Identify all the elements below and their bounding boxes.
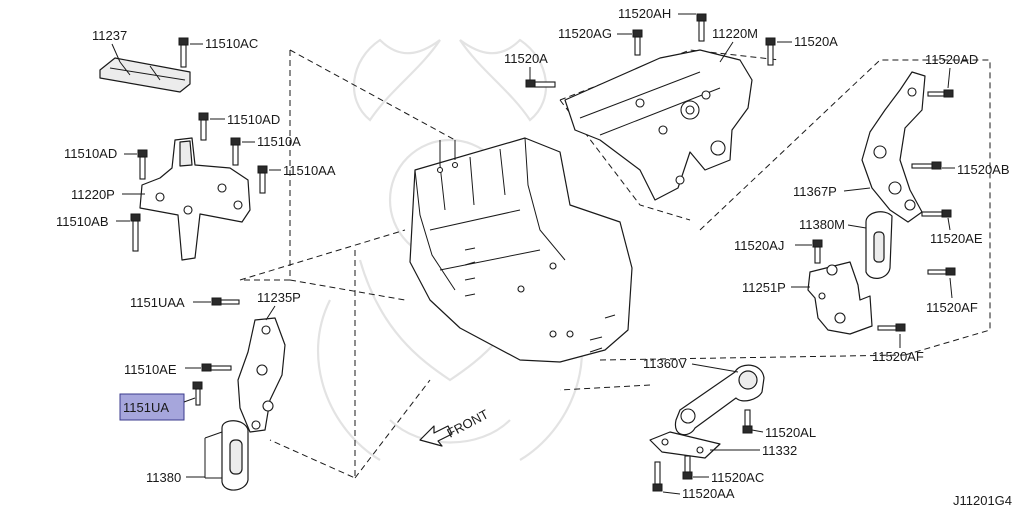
part-11235p-bracket[interactable] <box>237 317 286 433</box>
label-11251p: 11251P <box>742 280 786 295</box>
label-11520af-top: 11520AF <box>926 300 978 315</box>
bolt-11520ad[interactable] <box>927 89 954 98</box>
label-11520ac: 11520AC <box>711 470 764 485</box>
label-1151uaa: 1151UAA <box>130 295 185 310</box>
label-11367p: 11367P <box>793 184 837 199</box>
label-11510ab: 11510AB <box>56 214 109 229</box>
label-1151ua[interactable]: 1151UA <box>123 400 169 415</box>
label-11510ad-left: 11510AD <box>64 146 117 161</box>
part-11237-cover[interactable] <box>99 57 191 93</box>
label-11510ae: 11510AE <box>124 362 177 377</box>
bolt-11520aa[interactable] <box>652 461 663 492</box>
bolt-11520ag[interactable] <box>632 29 643 56</box>
label-11520ae: 11520AE <box>930 231 983 246</box>
part-11380m-mount[interactable] <box>865 211 893 279</box>
label-11520aj: 11520AJ <box>734 238 784 253</box>
part-11251p-bracket[interactable] <box>807 261 873 335</box>
part-11380-mount[interactable] <box>204 420 249 491</box>
label-11520aa: 11520AA <box>682 486 735 501</box>
part-11220p-bracket[interactable] <box>139 137 251 261</box>
label-11380: 11380 <box>146 470 181 485</box>
label-11510aa: 11510AA <box>283 163 336 178</box>
label-11520al: 11520AL <box>765 425 816 440</box>
bolt-11510ad-left[interactable] <box>137 149 148 180</box>
bolt-11510ac[interactable] <box>178 37 189 68</box>
label-11235p: 11235P <box>257 290 301 305</box>
bolt-11510ab[interactable] <box>130 213 141 252</box>
label-11520ad: 11520AD <box>925 52 978 67</box>
front-arrow-icon <box>419 425 453 447</box>
dashed-outlines <box>239 49 991 479</box>
label-11520ag: 11520AG <box>558 26 612 41</box>
part-11220m-bracket[interactable] <box>564 49 753 201</box>
label-11520a-left: 11520A <box>504 51 548 66</box>
label-11520ab: 11520AB <box>957 162 1010 177</box>
bolt-11520a-left[interactable] <box>525 79 556 88</box>
bolt-11520ah[interactable] <box>696 13 707 42</box>
bolt-11510ae[interactable] <box>201 363 232 372</box>
part-11360v-torque-rod[interactable] <box>674 364 765 436</box>
bolt-11520ae[interactable] <box>921 209 952 218</box>
label-11510ac: 11510AC <box>205 36 258 51</box>
engine-block <box>409 137 633 363</box>
label-11360v: 11360V <box>643 356 687 371</box>
selected-label-highlight[interactable] <box>119 393 185 421</box>
label-11220p: 11220P <box>71 187 115 202</box>
label-11520a-right: 11520A <box>794 34 838 49</box>
bolt-11520aj[interactable] <box>812 239 823 264</box>
bolt-11510ad-top[interactable] <box>198 112 209 141</box>
bolt-11510aa[interactable] <box>257 165 268 194</box>
bolt-1151uaa[interactable] <box>211 297 240 306</box>
bolt-11520al[interactable] <box>742 409 753 434</box>
part-11332-bracket[interactable] <box>649 431 721 459</box>
label-11332: 11332 <box>762 443 797 458</box>
bolt-11520a-right[interactable] <box>765 37 776 66</box>
label-11520af-bottom: 11520AF <box>872 349 924 364</box>
label-11237: 11237 <box>92 28 127 43</box>
part-11367p-bracket[interactable] <box>861 71 926 223</box>
drawing-code: J11201G4 <box>953 493 1012 508</box>
label-11520ah: 11520AH <box>618 6 671 21</box>
label-11220m: 11220M <box>712 26 758 41</box>
bolt-11520af-top[interactable] <box>927 267 956 276</box>
bolt-1151ua[interactable] <box>192 381 203 406</box>
label-11380m: 11380M <box>799 217 845 232</box>
label-11510ad-top: 11510AD <box>227 112 280 127</box>
bolt-11520af-bottom[interactable] <box>877 323 906 332</box>
bolt-11520ac[interactable] <box>682 455 693 480</box>
bolt-11510a[interactable] <box>230 137 241 166</box>
bolt-11520ab[interactable] <box>911 161 942 170</box>
label-11510a: 11510A <box>257 134 301 149</box>
